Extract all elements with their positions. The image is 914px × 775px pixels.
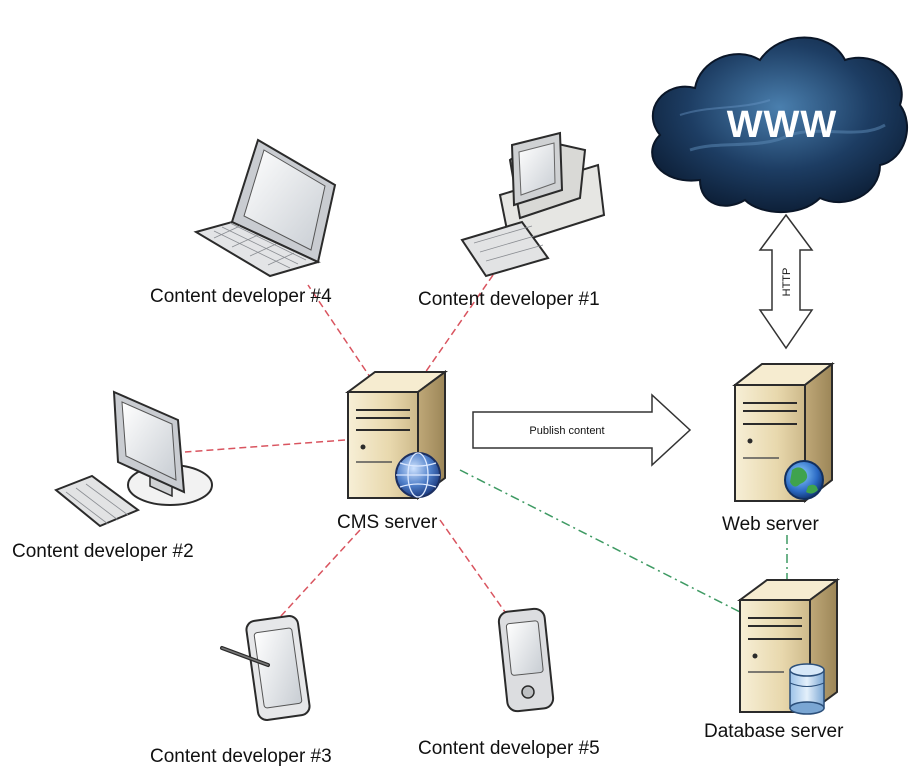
www-cloud: WWW [651, 36, 909, 214]
dev3-label: Content developer #3 [150, 746, 332, 767]
link-cms-db [459, 469, 741, 613]
laptop-icon [193, 138, 337, 278]
publish-arrow: Publish content [472, 393, 692, 467]
database-server-label: Database server [704, 721, 844, 742]
link-cms-dev3 [269, 529, 361, 629]
cms-server-label: CMS server [337, 512, 438, 533]
link-cms-dev5 [439, 519, 506, 613]
www-label: WWW [727, 104, 838, 146]
link-cms-dev1 [419, 264, 501, 381]
desktop-computer-icon [460, 131, 606, 278]
dev2-label: Content developer #2 [12, 541, 194, 562]
link-cms-dev2 [184, 439, 346, 453]
http-label: HTTP [781, 268, 793, 297]
monitor-icon [54, 390, 213, 528]
dev5-label: Content developer #5 [418, 738, 600, 759]
http-arrow: HTTP [758, 213, 814, 350]
database-cylinder-icon [789, 663, 825, 715]
tablet-icon [220, 615, 311, 721]
publish-label: Publish content [529, 425, 604, 437]
link-cms-dev4 [307, 284, 373, 381]
earth-globe-icon [784, 460, 824, 500]
dev1-label: Content developer #1 [418, 289, 600, 310]
dev4-label: Content developer #4 [150, 286, 332, 307]
globe-icon [395, 452, 441, 498]
web-server-label: Web server [722, 514, 819, 535]
pda-icon [497, 607, 555, 713]
